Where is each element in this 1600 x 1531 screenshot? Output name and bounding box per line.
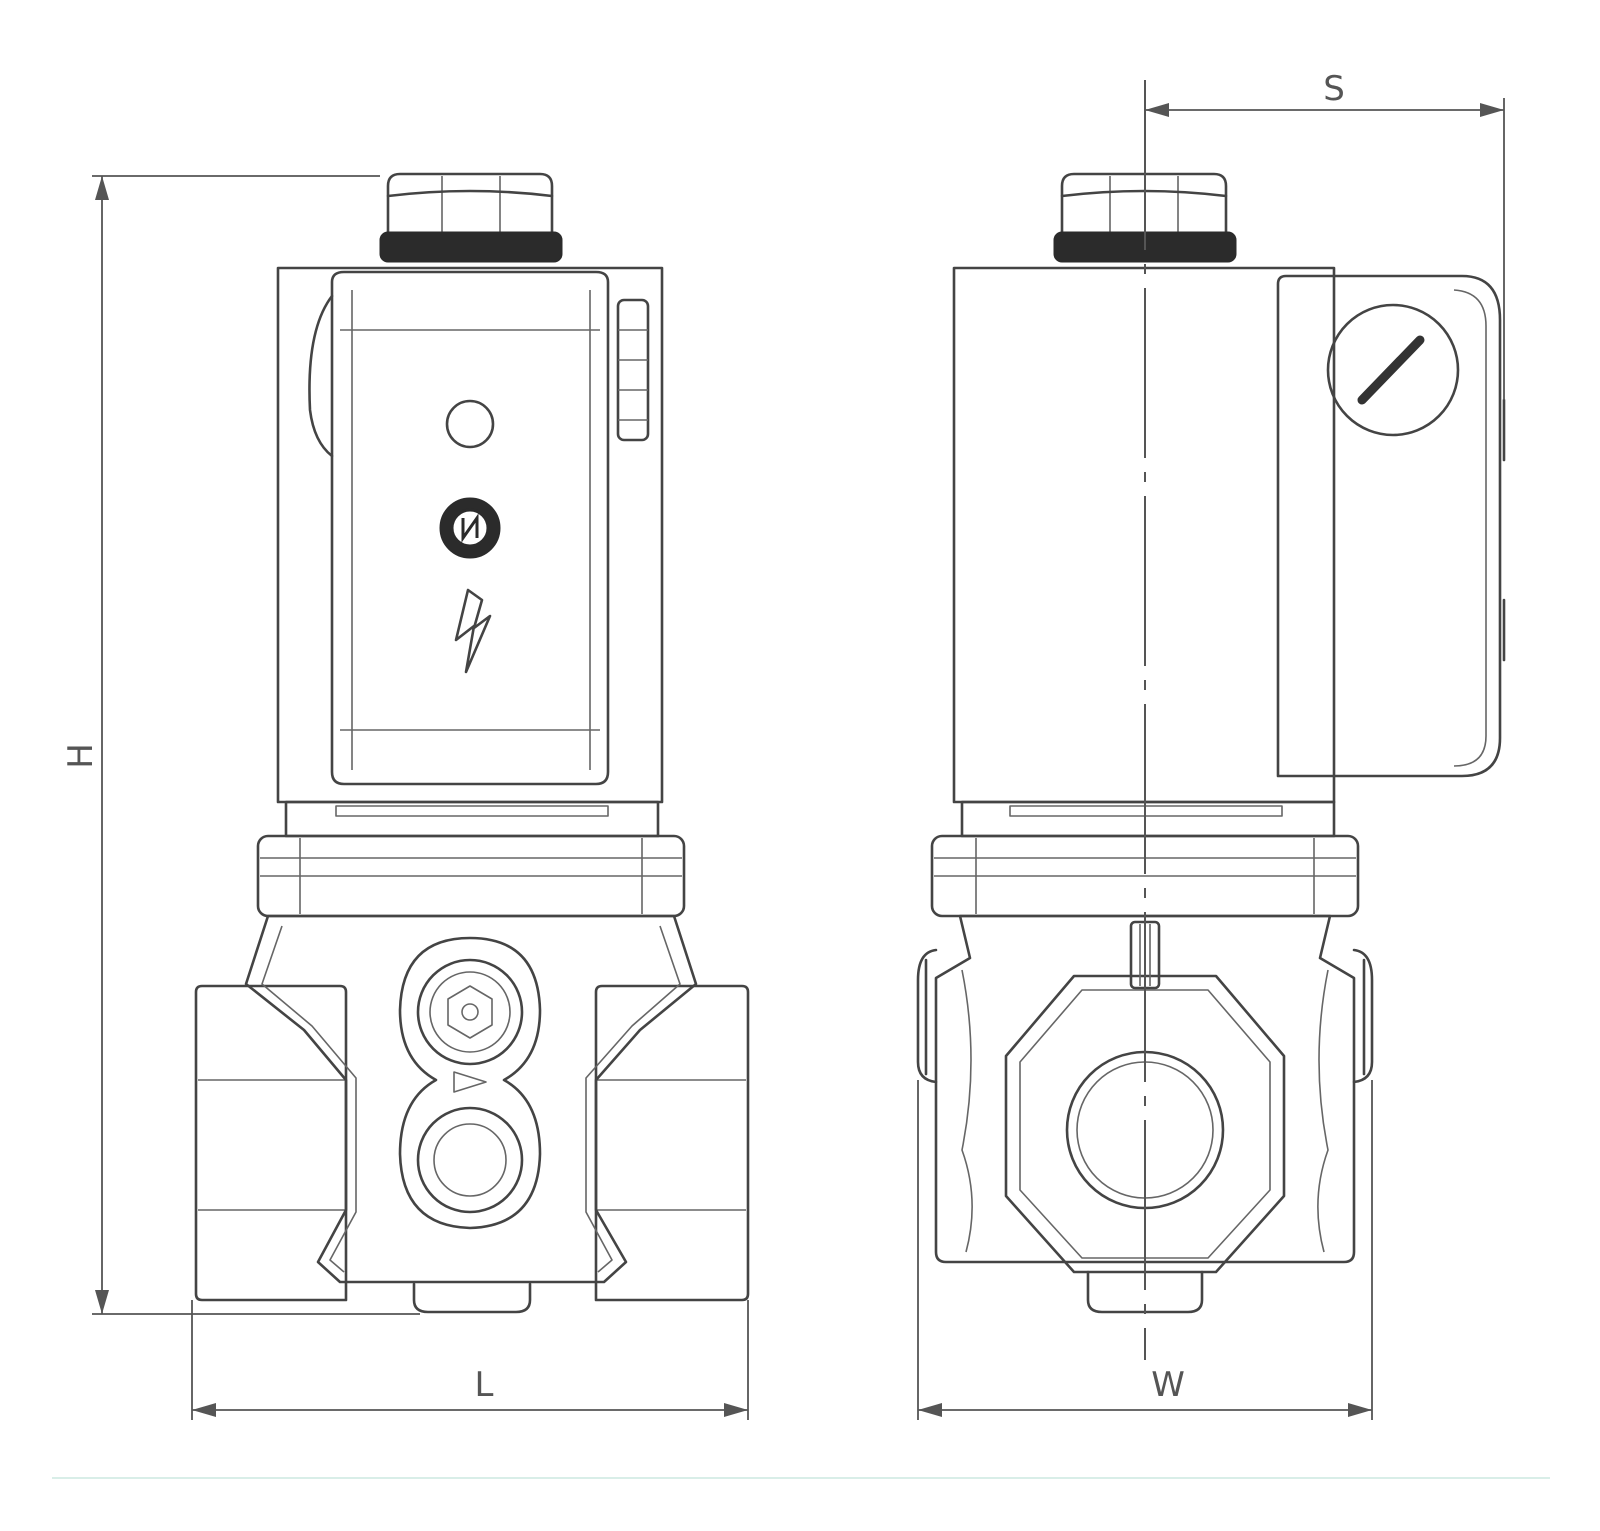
ground-screw-icon xyxy=(439,497,501,559)
dimension-label-l: L xyxy=(475,1365,494,1405)
indicator-lamp-icon xyxy=(445,399,495,449)
dimension-label-h: H xyxy=(61,743,101,769)
lightning-bolt-icon xyxy=(454,588,492,674)
front-body xyxy=(194,914,750,1314)
side-connector xyxy=(1276,274,1506,778)
screw-slot-icon xyxy=(1357,335,1425,405)
front-flange xyxy=(256,834,686,918)
front-top-nut xyxy=(379,172,563,263)
dimension-h: H xyxy=(61,175,420,1315)
dimension-s: S xyxy=(1145,69,1505,400)
front-neck xyxy=(284,800,660,838)
front-coil-housing xyxy=(276,266,664,804)
dimension-l: L xyxy=(191,1300,749,1420)
manual-reset-knob-icon xyxy=(616,298,650,442)
side-neck xyxy=(960,800,1336,838)
side-view xyxy=(916,80,1506,1360)
front-view xyxy=(194,172,750,1314)
dimension-label-s: S xyxy=(1323,69,1345,109)
dimension-label-w: W xyxy=(1151,1365,1185,1405)
dimension-w: W xyxy=(917,1080,1373,1420)
